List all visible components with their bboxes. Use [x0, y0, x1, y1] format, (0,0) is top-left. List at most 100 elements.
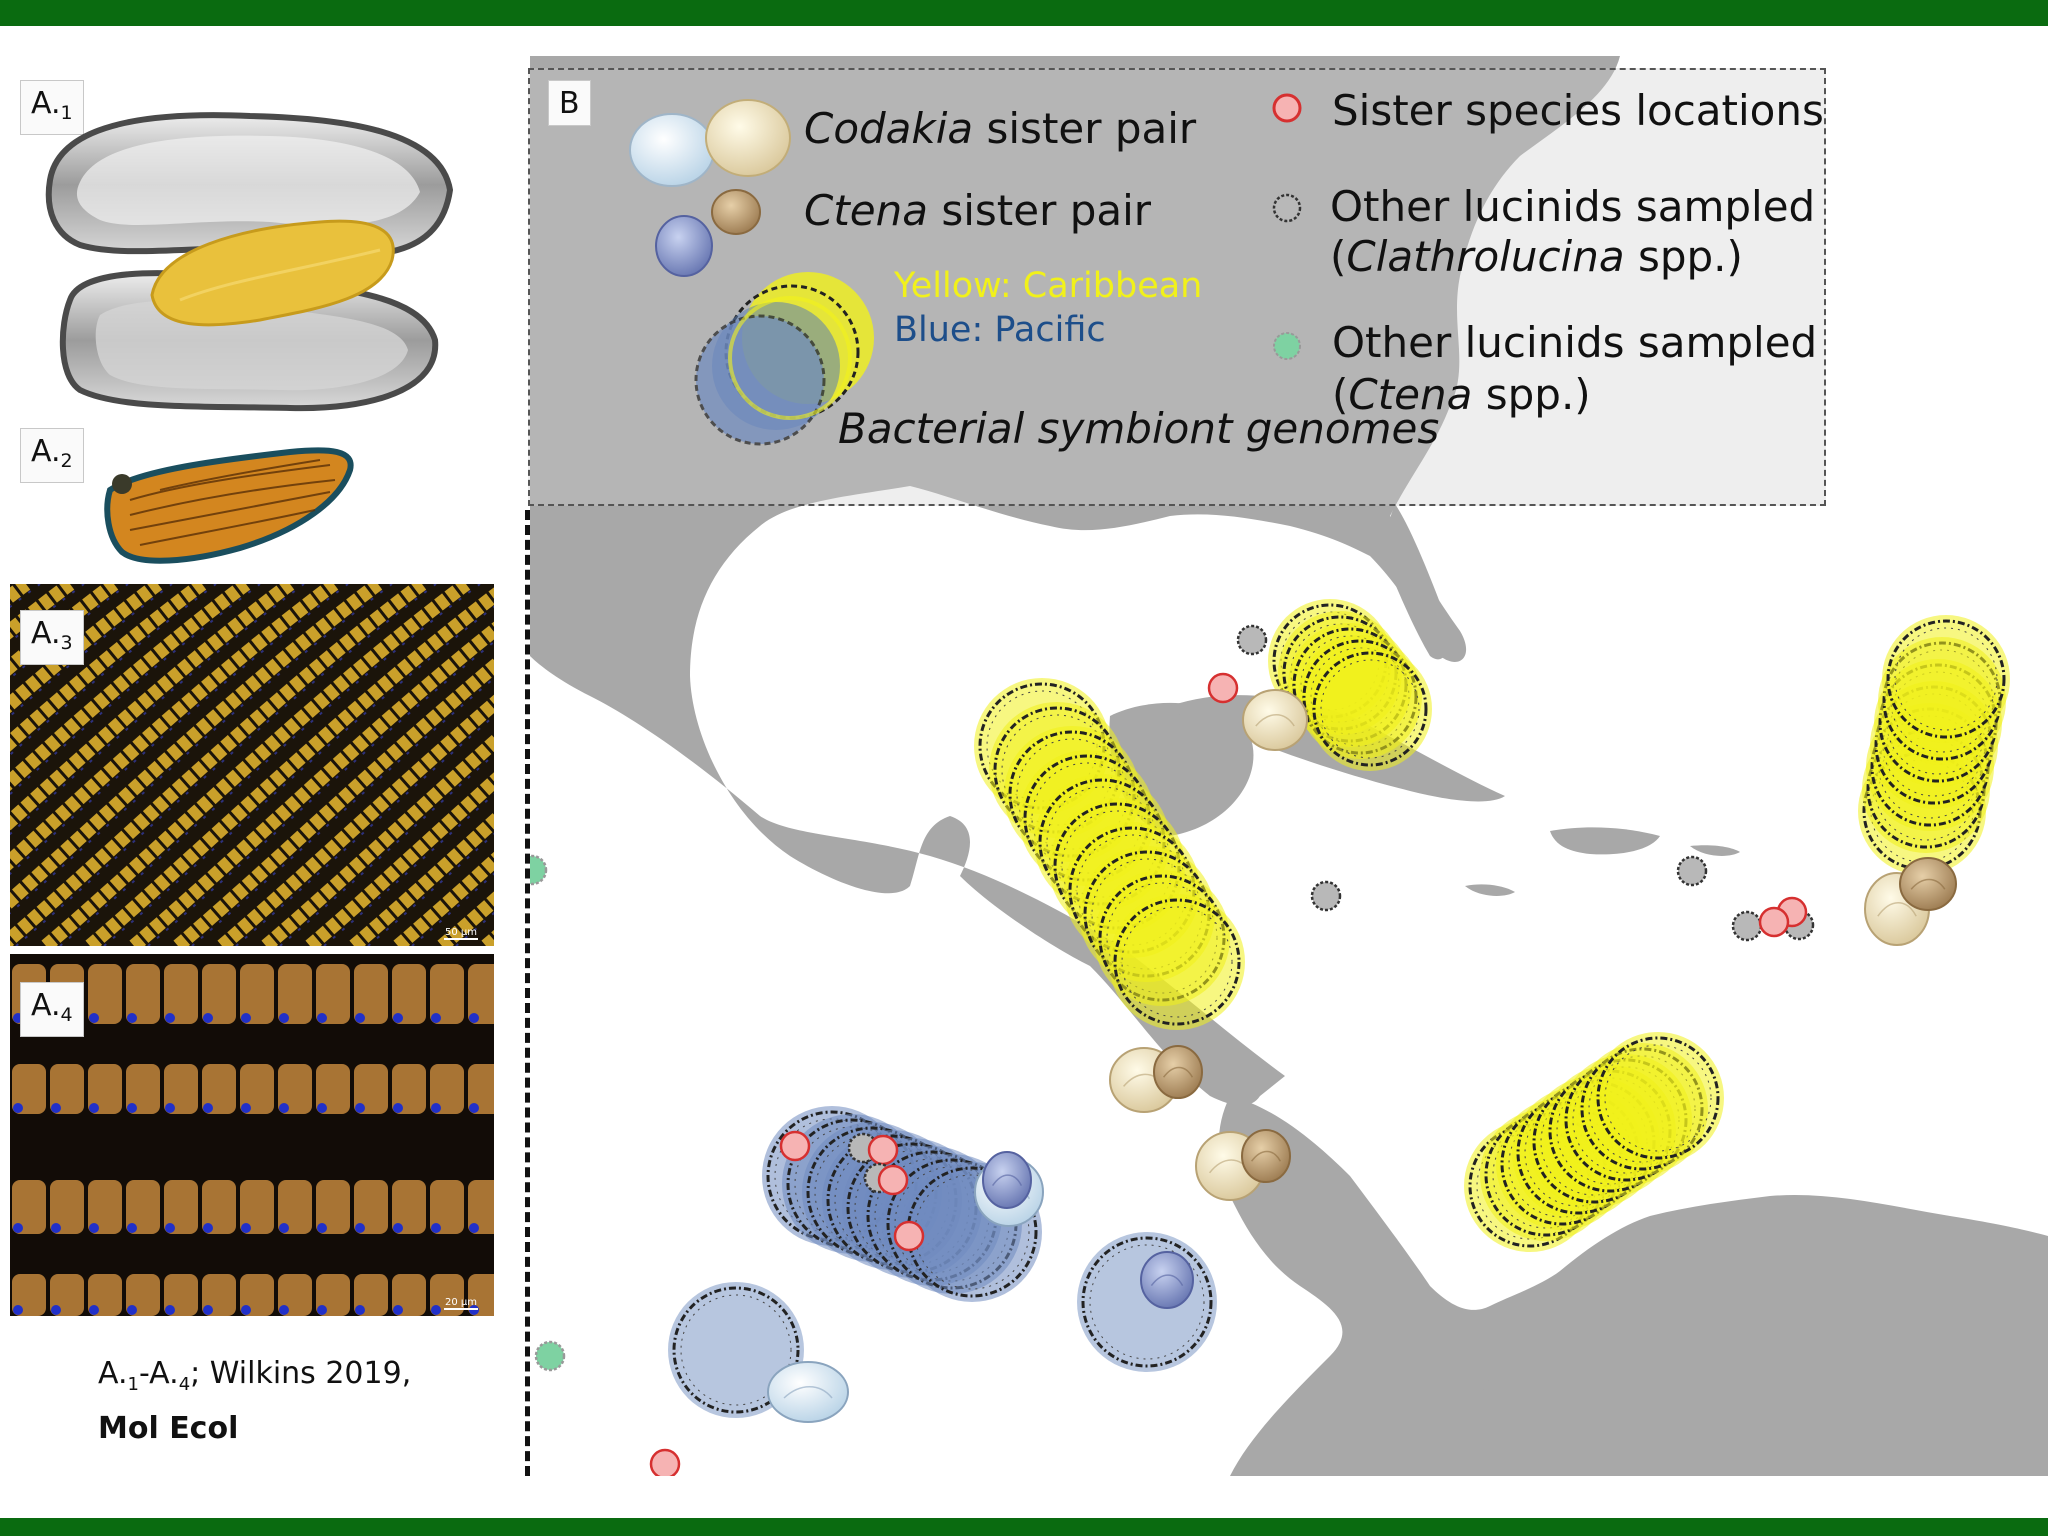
pacific-genome-ring — [1081, 1236, 1213, 1368]
citation-journal: Mol Ecol — [98, 1411, 239, 1446]
sister-site-marker — [1758, 906, 1790, 938]
cell-nucleus — [51, 1223, 61, 1233]
sister-site-marker — [1207, 672, 1239, 704]
cell-nucleus — [51, 1305, 61, 1315]
gold-stripe — [393, 851, 494, 946]
legend-ctena-shells — [655, 189, 761, 277]
legend-genomes-label: Bacterial symbiont genomes — [838, 404, 1440, 453]
site-markers — [530, 624, 1815, 1476]
ctena-site-marker — [534, 1340, 566, 1372]
scale-bar-a3: 50 µm — [444, 927, 478, 940]
bottom-green-band — [0, 1518, 2048, 1536]
ctena-shell — [767, 1361, 849, 1423]
cell-nucleus — [241, 1305, 251, 1315]
cell-nucleus — [241, 1223, 251, 1233]
lower-valve-inner — [95, 300, 409, 391]
codakia-shell-ridge — [1877, 901, 1917, 917]
legend-ctena-label: Ctena sister pair — [804, 186, 1152, 235]
bacteriocyte-stripes — [10, 584, 494, 946]
cell-nucleus — [355, 1103, 365, 1113]
codakia-shell — [1899, 857, 1957, 911]
cell-nucleus — [469, 1305, 479, 1315]
bacteriocyte-cell — [354, 1064, 388, 1114]
legend-genome-rings — [694, 272, 874, 446]
panel-label-b: B — [548, 80, 591, 126]
cell-nucleus — [393, 1013, 403, 1023]
gold-stripe — [41, 584, 471, 946]
legend-yellow-caribbean: Yellow: Caribbean — [894, 266, 1203, 306]
bacteriocyte-cell — [430, 1180, 464, 1234]
caribbean-genome-inner — [1320, 659, 1420, 759]
caribbean-genome-inner — [1121, 906, 1233, 1018]
bacteriocyte-cell — [164, 1274, 198, 1316]
bacteriocyte-cell — [392, 1274, 426, 1316]
bacteriocyte-cell — [202, 1064, 236, 1114]
caribbean-genome-halo — [1308, 647, 1432, 771]
panel-label-a4: A.4 — [20, 982, 84, 1037]
cell-nucleus — [241, 1013, 251, 1023]
cell-nucleus — [469, 1013, 479, 1023]
gold-stripe — [305, 772, 494, 946]
gold-stripe — [10, 584, 163, 714]
bacteriocyte-cell — [468, 1180, 494, 1234]
gold-stripe — [10, 584, 207, 752]
codakia-shell — [1242, 689, 1308, 751]
south-america — [1430, 1229, 2048, 1476]
bacteriocyte-cell — [164, 1180, 198, 1234]
caribbean-genome-inner — [1894, 627, 1998, 731]
bacteriocyte-cell — [430, 964, 464, 1024]
sister-site-marker — [779, 1130, 811, 1162]
cell-nucleus — [127, 1223, 137, 1233]
ctena-shell-ridge — [783, 1386, 833, 1399]
gold-stripe — [10, 584, 339, 871]
bacteriocyte-cell — [240, 1064, 274, 1114]
cell-nucleus — [469, 1223, 479, 1233]
cell-nucleus — [203, 1305, 213, 1315]
cell-nucleus — [279, 1103, 289, 1113]
clam-photo — [45, 112, 454, 412]
bacteriocyte-cell — [354, 1180, 388, 1234]
sister-site-marker — [893, 1220, 925, 1252]
legend-codakia-shells — [629, 99, 791, 187]
clathrolucina-site-marker — [1236, 624, 1268, 656]
gold-stripe — [217, 694, 494, 946]
caribbean-genome-ring — [1886, 619, 2006, 739]
cell-nucleus — [165, 1103, 175, 1113]
panel-label-a1: A.1 — [20, 80, 84, 135]
legend-ctena-other-line1: Other lucinids sampled — [1332, 318, 1818, 367]
legend-ctena-other-line2: (Ctena spp.) — [1332, 370, 1591, 419]
codakia-shell-ridge — [1255, 714, 1295, 727]
florida — [1380, 504, 1450, 660]
caribbean-genome-ring — [1312, 651, 1428, 767]
bacteriocyte-cell — [316, 1064, 350, 1114]
cell-nucleus — [89, 1305, 99, 1315]
gold-stripe — [10, 584, 427, 946]
bacteriocyte-cell — [12, 1274, 46, 1316]
bacteriocyte-cell — [392, 964, 426, 1024]
gold-stripe — [261, 733, 494, 946]
cell-nucleus — [355, 1305, 365, 1315]
micrograph-a3: 50 µm — [10, 584, 494, 946]
cell-nucleus — [51, 1103, 61, 1113]
gold-stripe — [10, 584, 251, 792]
legend-blue-pacific: Blue: Pacific — [894, 310, 1106, 350]
bacteriocyte-cell — [50, 1274, 84, 1316]
cell-nucleus — [89, 1103, 99, 1113]
bacteriocyte-cell — [126, 1180, 160, 1234]
cell-nucleus — [355, 1013, 365, 1023]
gill-section-photo — [104, 447, 354, 564]
bacteriocyte-cell — [126, 964, 160, 1024]
clathrolucina-site-marker — [1310, 880, 1342, 912]
jamaica — [1465, 884, 1515, 896]
gold-stripe — [173, 657, 494, 946]
bacteriocyte-cell — [88, 964, 122, 1024]
panel-label-a2: A.2 — [20, 428, 84, 483]
cell-nucleus — [165, 1305, 175, 1315]
cell-nucleus — [13, 1305, 23, 1315]
cell-nucleus — [393, 1305, 403, 1315]
bacteriocyte-cell — [12, 1064, 46, 1114]
cell-nucleus — [203, 1103, 213, 1113]
cell-nucleus — [431, 1305, 441, 1315]
cell-nucleus — [317, 1013, 327, 1023]
legend-sister-locations: Sister species locations — [1332, 86, 1824, 135]
